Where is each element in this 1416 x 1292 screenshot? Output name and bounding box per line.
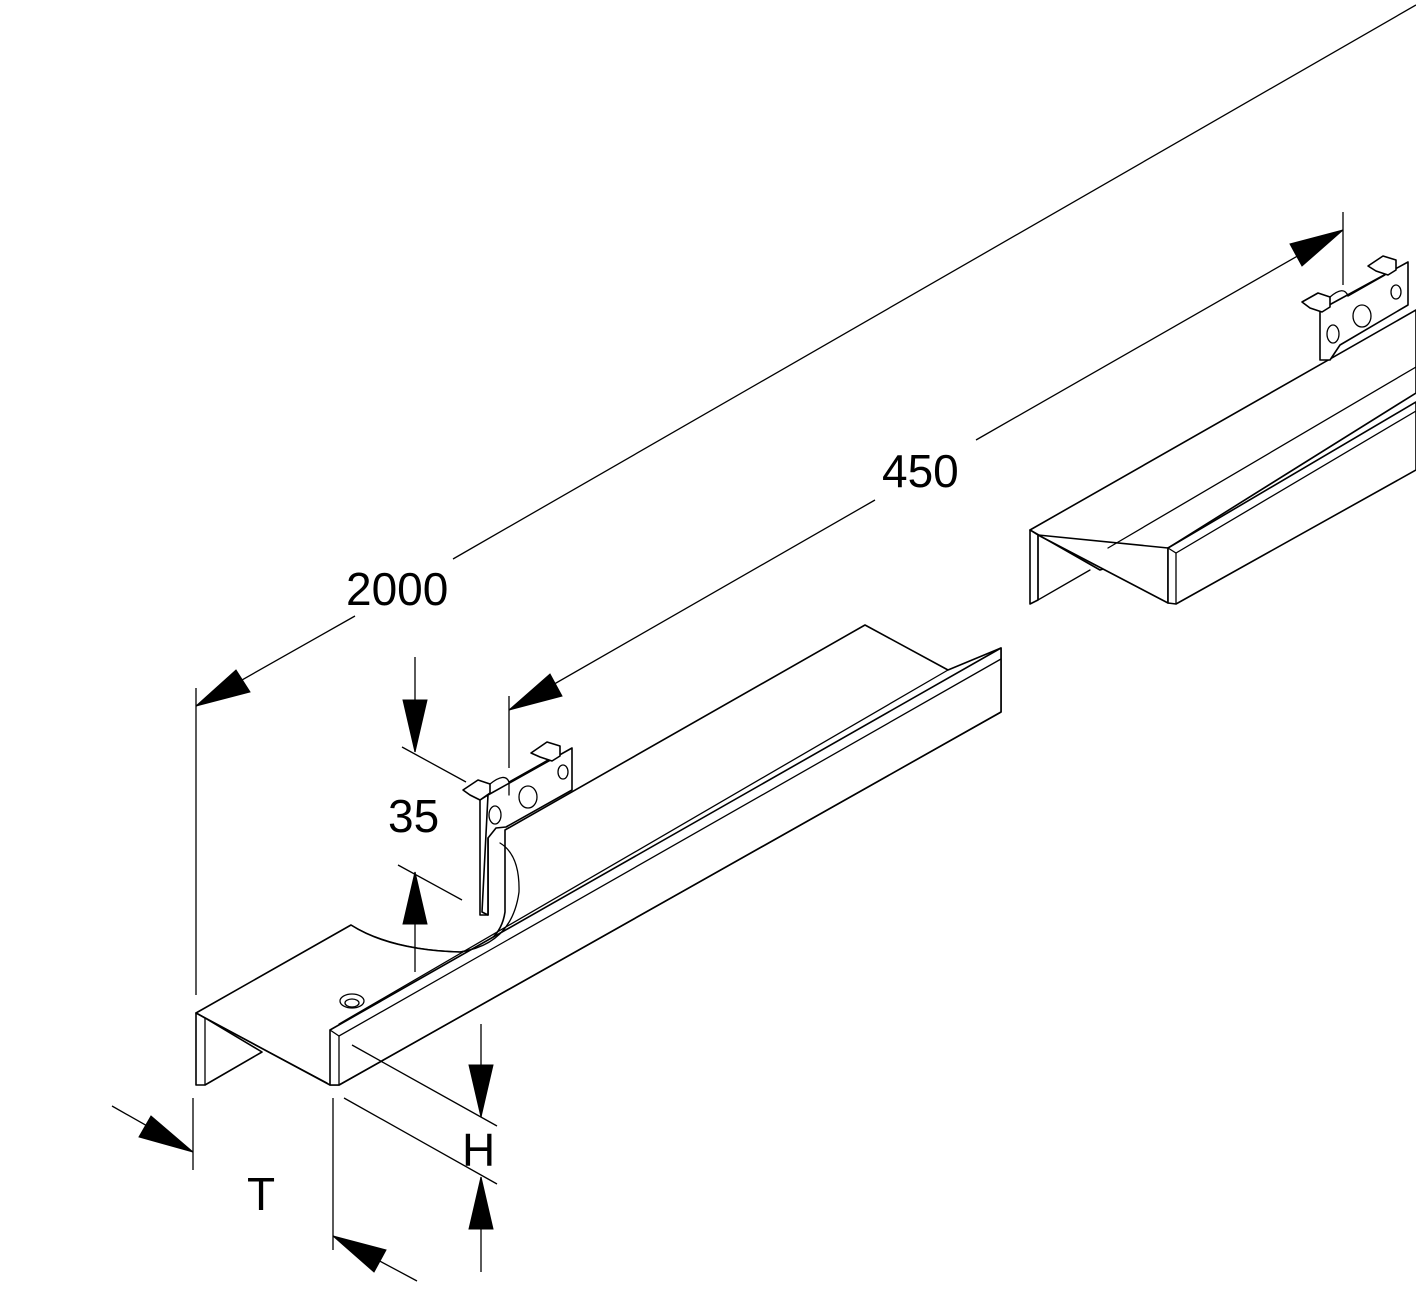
mounting-bracket-left	[462, 741, 573, 916]
dimension-label-450: 450	[882, 445, 959, 497]
dimension-spacing-450: 450	[508, 212, 1344, 768]
dimension-length-2000: 2000	[195, 4, 1416, 995]
dimension-label-35: 35	[388, 790, 439, 842]
channel-profile-right	[1029, 309, 1416, 605]
mounting-bracket-right	[1301, 255, 1409, 361]
dimension-depth-35: 35	[388, 657, 467, 972]
dimension-height-H: H	[343, 1024, 498, 1272]
dimension-width-T: T	[111, 1098, 418, 1282]
dimension-label-H: H	[462, 1124, 495, 1176]
dimension-label-2000: 2000	[346, 563, 448, 615]
dimension-label-T: T	[247, 1168, 275, 1220]
channel-profile-left	[195, 624, 1002, 1086]
